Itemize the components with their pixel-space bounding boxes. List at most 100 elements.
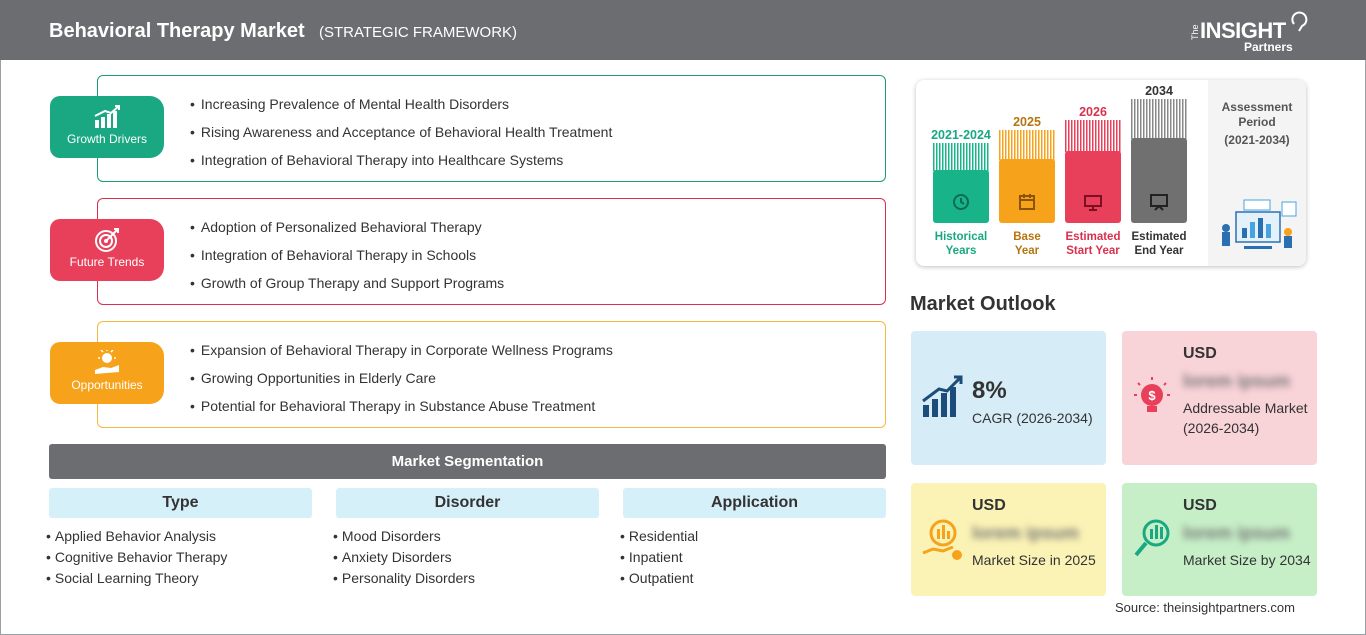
size-2025-usd: USD xyxy=(972,497,1006,514)
assessment-period-panel: Assessment Period (2021-2034) xyxy=(1208,80,1306,266)
timeline-caption-line-2: Year xyxy=(1014,245,1040,257)
money-bag-icon xyxy=(1134,519,1170,557)
page-subtitle: (STRATEGIC FRAMEWORK) xyxy=(319,24,518,41)
timeline-year: 2025 xyxy=(1013,115,1041,129)
market-outlook-title: Market Outlook xyxy=(910,293,1056,315)
list-item: Rising Awareness and Acceptance of Behav… xyxy=(190,122,612,150)
cagr-value: 8% xyxy=(972,377,1007,404)
segment-application-column: Application Residential Inpatient Outpat… xyxy=(623,488,886,589)
list-item: Integration of Behavioral Therapy into H… xyxy=(190,150,612,178)
history-icon xyxy=(953,194,969,210)
growth-chart-icon xyxy=(922,375,963,417)
header-bar: Behavioral Therapy Market (STRATEGIC FRA… xyxy=(0,0,1366,60)
timeline-caption-line-2: Years xyxy=(945,245,977,257)
stripes-decoration xyxy=(1131,99,1187,139)
timeline-caption-line-2: End Year xyxy=(1134,245,1184,257)
list-item: Growing Opportunities in Elderly Care xyxy=(190,368,613,396)
coins-hand-icon xyxy=(922,519,962,560)
list-item: Growth of Group Therapy and Support Prog… xyxy=(190,273,504,301)
logo-insight-text: INSIGHT xyxy=(1200,18,1286,43)
stripes-decoration xyxy=(933,143,989,171)
target-icon xyxy=(95,228,119,252)
future-trends-label: Future Trends xyxy=(69,255,145,269)
logo-partners-text: Partners xyxy=(1244,40,1293,54)
board-icon xyxy=(1150,194,1168,211)
svg-text:$: $ xyxy=(1148,388,1156,403)
assessment-title-line-1: Assessment xyxy=(1221,100,1293,114)
market-segmentation-header: Market Segmentation xyxy=(49,444,886,479)
growth-drivers-label: Growth Drivers xyxy=(66,132,147,146)
timeline-caption-line-1: Base xyxy=(1013,231,1041,243)
assessment-title: Assessment Period xyxy=(1208,100,1306,130)
list-item: Inpatient xyxy=(620,547,886,568)
presentation-icon xyxy=(1084,195,1102,211)
opportunities-box: Expansion of Behavioral Therapy in Corpo… xyxy=(97,321,886,428)
segment-disorder-column: Disorder Mood Disorders Anxiety Disorder… xyxy=(336,488,599,589)
stripes-decoration xyxy=(999,130,1055,160)
timeline-caption-line-1: Estimated xyxy=(1131,231,1187,243)
growth-drivers-box: Increasing Prevalence of Mental Health D… xyxy=(97,75,886,182)
size-2025-label: Market Size in 2025 xyxy=(972,552,1096,568)
size-2034-label: Market Size by 2034 xyxy=(1183,552,1311,568)
timeline-bar xyxy=(1065,151,1121,223)
source-credit: Source: theinsightpartners.com xyxy=(1115,600,1295,615)
timeline-year: 2026 xyxy=(1079,105,1107,119)
list-item: Adoption of Personalized Behavioral Ther… xyxy=(190,217,504,245)
assessment-title-line-2: Period xyxy=(1238,115,1276,129)
opportunities-label: Opportunities xyxy=(71,378,143,392)
size-2034-usd: USD xyxy=(1183,497,1217,514)
opportunities-list: Expansion of Behavioral Therapy in Corpo… xyxy=(190,340,613,424)
list-item: Social Learning Theory xyxy=(46,568,312,589)
timeline-bar xyxy=(999,159,1055,223)
timeline-caption: Estimated End Year xyxy=(1119,230,1199,258)
list-item: Expansion of Behavioral Therapy in Corpo… xyxy=(190,340,613,368)
timeline-year: 2021-2024 xyxy=(931,128,991,142)
segment-type-column: Type Applied Behavior Analysis Cognitive… xyxy=(49,488,312,589)
hand-lightbulb-icon xyxy=(95,350,119,374)
market-size-2025-card: USD lorem ipsum Market Size in 2025 xyxy=(911,483,1106,596)
cagr-card: 8% CAGR (2026-2034) xyxy=(911,331,1106,465)
logo-the-text: The xyxy=(1190,24,1200,40)
addressable-market-card: USD lorem ipsum $ Addressable Market (20… xyxy=(1122,331,1317,465)
segment-application-heading: Application xyxy=(623,488,886,518)
timeline-card: 2021-2024 Historical Years 2025 Base Yea… xyxy=(916,80,1306,266)
list-item: Residential xyxy=(620,526,886,547)
analytics-illustration-icon xyxy=(1222,199,1297,249)
list-item: Potential for Behavioral Therapy in Subs… xyxy=(190,396,613,424)
page-title: Behavioral Therapy Market xyxy=(49,20,305,42)
list-item: Mood Disorders xyxy=(333,526,599,547)
future-trends-box: Adoption of Personalized Behavioral Ther… xyxy=(97,198,886,305)
list-item: Integration of Behavioral Therapy in Sch… xyxy=(190,245,504,273)
growth-drivers-badge: Growth Drivers xyxy=(50,96,164,158)
timeline-caption: Historical Years xyxy=(921,230,1001,258)
timeline-caption-line-1: Historical xyxy=(934,231,988,243)
timeline-caption: Base Year xyxy=(987,230,1067,258)
lightbulb-dollar-icon: $ xyxy=(1134,377,1170,412)
opportunities-badge: Opportunities xyxy=(50,342,164,404)
addressable-value: lorem ipsum xyxy=(1183,371,1291,391)
future-trends-list: Adoption of Personalized Behavioral Ther… xyxy=(190,217,504,301)
timeline-caption-line-2: Start Year xyxy=(1066,245,1120,257)
timeline-bar xyxy=(1131,138,1187,223)
addressable-label: Addressable Market (2026-2034) xyxy=(1183,400,1308,436)
market-size-2034-card: USD lorem ipsum Market Size by 2034 xyxy=(1122,483,1317,596)
growth-drivers-list: Increasing Prevalence of Mental Health D… xyxy=(190,94,612,178)
logo-swirl-icon xyxy=(1291,11,1308,32)
stripes-decoration xyxy=(1065,120,1121,152)
insight-partners-logo[interactable]: The INSIGHT Partners xyxy=(1190,10,1310,54)
calendar-icon xyxy=(1019,194,1035,210)
list-item: Outpatient xyxy=(620,568,886,589)
size-2025-value: lorem ipsum xyxy=(972,523,1080,543)
timeline-caption: Estimated Start Year xyxy=(1053,230,1133,258)
cagr-label: CAGR (2026-2034) xyxy=(972,410,1093,426)
timeline-year: 2034 xyxy=(1145,84,1173,98)
assessment-period: (2021-2034) xyxy=(1224,133,1290,147)
timeline-bar xyxy=(933,170,989,223)
size-2034-value: lorem ipsum xyxy=(1183,523,1291,543)
timeline-caption-line-1: Estimated xyxy=(1065,231,1121,243)
list-item: Personality Disorders xyxy=(333,568,599,589)
segment-disorder-heading: Disorder xyxy=(336,488,599,518)
list-item: Increasing Prevalence of Mental Health D… xyxy=(190,94,612,122)
future-trends-badge: Future Trends xyxy=(50,219,164,281)
list-item: Cognitive Behavior Therapy xyxy=(46,547,312,568)
